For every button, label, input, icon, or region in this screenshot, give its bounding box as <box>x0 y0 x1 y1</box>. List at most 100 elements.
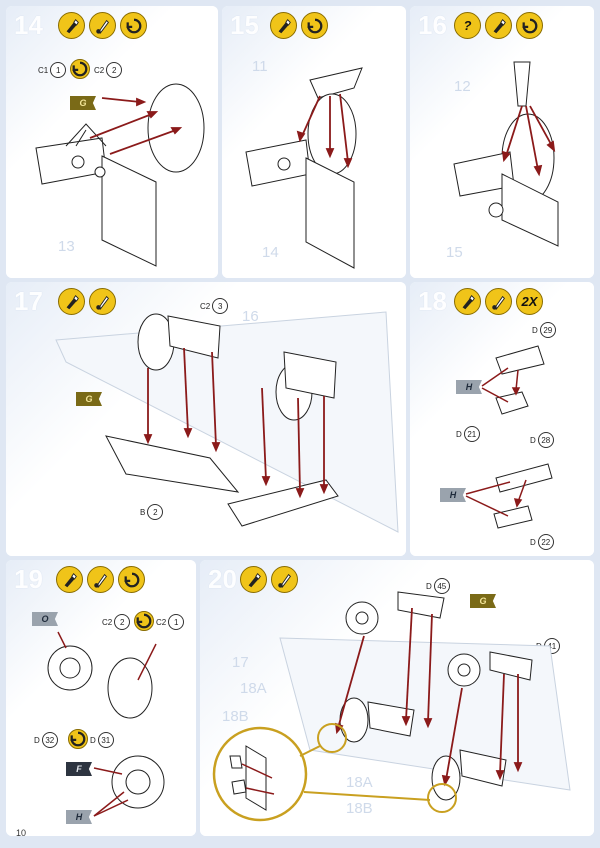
cement-icon <box>516 12 543 39</box>
assembly-arrows <box>465 367 527 517</box>
part-number: 2 <box>106 62 123 78</box>
part-prefix: D <box>34 735 40 745</box>
part-prefix: D <box>426 581 432 591</box>
bay-part <box>227 479 339 527</box>
glue-icon <box>240 566 267 593</box>
assembly-arrows <box>89 97 183 155</box>
part-number: 32 <box>41 732 58 748</box>
bay-part <box>105 435 240 493</box>
assembly-arrows <box>143 347 329 499</box>
question-icon: ? <box>454 12 481 39</box>
cement-icon <box>118 566 145 593</box>
paint-icon <box>271 566 298 593</box>
glue-icon <box>454 288 481 315</box>
door-part <box>495 345 545 375</box>
cement-icon <box>68 729 88 749</box>
paint-icon <box>89 288 116 315</box>
step-number: 16 <box>418 10 447 40</box>
glue-icon <box>485 12 512 39</box>
step-number: 20 <box>208 564 237 594</box>
part-prefix: C2 <box>200 301 211 311</box>
part-number: 21 <box>463 426 480 442</box>
ghost-part-number: 11 <box>252 58 268 75</box>
part-prefix: C2 <box>156 617 167 627</box>
wing-surface <box>55 311 399 533</box>
ghost-part-number: 15 <box>446 244 463 261</box>
step-icons: ? <box>454 12 543 39</box>
part-prefix: B <box>140 507 146 517</box>
color-flag-h: H <box>66 810 92 824</box>
part-prefix: D <box>532 325 538 335</box>
plate-part <box>501 173 559 247</box>
assembly-arrows <box>296 93 353 169</box>
step-15-panel: 15 11 14 <box>222 6 406 278</box>
plate-part <box>305 157 355 269</box>
step-18-drawing <box>465 345 553 529</box>
strut-part <box>309 67 363 99</box>
color-flag-g: G <box>76 392 102 406</box>
ghost-part-number: 18A <box>240 680 267 697</box>
step-19-drawing <box>47 631 165 817</box>
ghost-part-number: 12 <box>454 78 471 95</box>
ghost-part-number: 18A <box>346 774 373 791</box>
glue-icon <box>56 566 83 593</box>
assembly-arrows <box>57 631 157 817</box>
step-icons <box>58 288 116 315</box>
ghost-part-number: 18B <box>346 800 373 817</box>
color-flag-h: H <box>456 380 482 394</box>
paint-icon <box>89 12 116 39</box>
step-14-drawing <box>35 83 205 267</box>
color-flag-h: H <box>440 488 466 502</box>
step-17-panel: 17 C23 C24 B2 G G 16 <box>6 282 406 556</box>
step-20-panel: 20 D45 D41 G 17 18A 18B 18A 18B <box>200 560 594 836</box>
step-icons: 2X <box>454 288 543 315</box>
part-prefix: D <box>530 435 536 445</box>
part-prefix: D <box>530 537 536 547</box>
step-17-drawing <box>55 311 399 533</box>
plate-part <box>101 155 157 267</box>
step-number: 14 <box>14 10 43 40</box>
ghost-part-number: 13 <box>58 238 75 255</box>
quantity-label: 2X <box>521 294 538 309</box>
cowling-part <box>107 657 153 719</box>
color-flag-o: O <box>32 612 58 626</box>
step-icons <box>58 12 147 39</box>
step-number: 17 <box>14 286 43 316</box>
part-number: 29 <box>539 322 556 338</box>
ghost-part-number: 17 <box>232 654 249 671</box>
part-number: 1 <box>168 614 185 630</box>
step-number: 15 <box>230 10 259 40</box>
frame-part <box>35 137 107 185</box>
cement-icon <box>70 59 90 79</box>
ghost-part-number: 18B <box>222 708 249 725</box>
door-part <box>397 591 445 619</box>
step-15-drawing <box>245 67 363 269</box>
part-prefix: D <box>456 429 462 439</box>
door-part <box>495 391 529 415</box>
leg-part <box>513 61 531 107</box>
cement-icon <box>134 611 154 631</box>
part-number: 31 <box>97 732 114 748</box>
glue-icon <box>58 12 85 39</box>
step-number: 19 <box>14 564 43 594</box>
strut-part <box>459 749 507 787</box>
step-icons <box>270 12 328 39</box>
panel-background <box>410 6 594 278</box>
step-16-panel: 16 ? 12 15 <box>410 6 594 278</box>
step-20-drawing <box>212 591 571 822</box>
part-prefix: D <box>90 735 96 745</box>
strut-part <box>167 315 221 359</box>
door-part <box>489 651 533 681</box>
part-number: 3 <box>212 298 229 314</box>
strut-part <box>367 701 415 737</box>
